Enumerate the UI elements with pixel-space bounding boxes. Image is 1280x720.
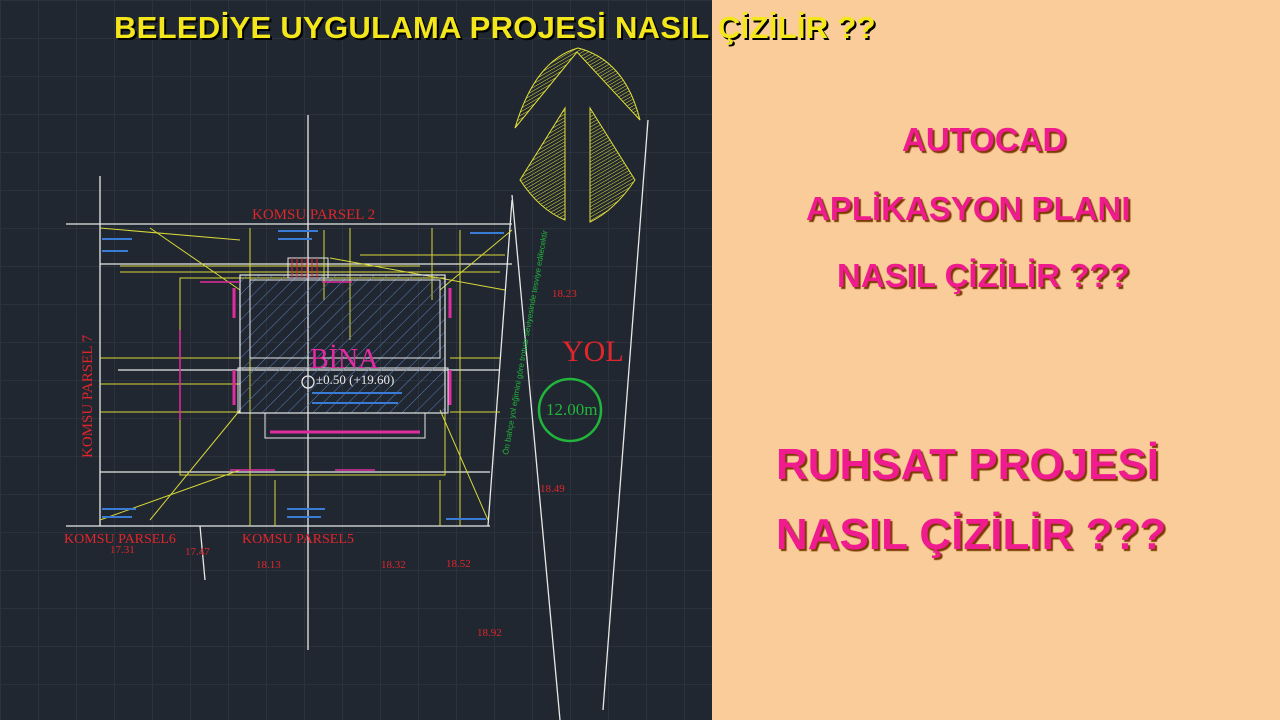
elevation-label: 18.13	[256, 559, 281, 571]
elevation-label: 18.49	[540, 483, 565, 495]
elevation-label: 18.52	[446, 558, 471, 570]
road-label: YOL	[562, 335, 624, 368]
coordinate-notes	[102, 230, 504, 520]
neighbor-bottom-mid-label: KOMSU PARSEL5	[242, 532, 354, 547]
banner-title: BELEDİYE UYGULAMA PROJESİ NASIL ÇİZİLİR …	[114, 10, 876, 45]
elevation-label: 18.92	[477, 627, 502, 639]
spot-elevations: 18.23 18.49 17.31 17.47 18.13 18.32 18.5…	[110, 288, 577, 639]
elevation-label: 17.31	[110, 544, 135, 556]
right-title-line-3: NASIL ÇİZİLİR ???	[837, 257, 1130, 294]
right-title-line-2: APLİKASYON PLANI	[806, 190, 1131, 227]
building-footprint	[232, 257, 452, 439]
setback-annotations	[179, 281, 375, 471]
neighbor-left-label: KOMSU PARSEL 7	[80, 334, 96, 458]
north-arrow-icon	[514, 47, 641, 223]
building-elevation: ±0.50 (+19.60)	[316, 372, 394, 387]
elevation-label: 17.47	[185, 546, 210, 558]
title-panel	[712, 0, 1280, 720]
elevation-label: 18.23	[552, 288, 577, 300]
site-plan-drawing: KOMSU PARSEL 2 KOMSU PARSEL 7 KOMSU PARS…	[64, 47, 649, 720]
neighbor-top-label: KOMSU PARSEL 2	[252, 207, 375, 223]
right-title-line-1: AUTOCAD	[902, 121, 1067, 158]
right-title-line-5: NASIL ÇİZİLİR ???	[776, 510, 1167, 559]
road-width-circle	[537, 377, 603, 443]
building-label: BİNA	[310, 344, 379, 375]
right-title-line-4: RUHSAT PROJESİ	[776, 440, 1160, 489]
elevation-label: 18.32	[381, 559, 406, 571]
neighbor-bottom-left-label: KOMSU PARSEL6	[64, 532, 176, 547]
road-width: 12.00m	[546, 400, 597, 419]
